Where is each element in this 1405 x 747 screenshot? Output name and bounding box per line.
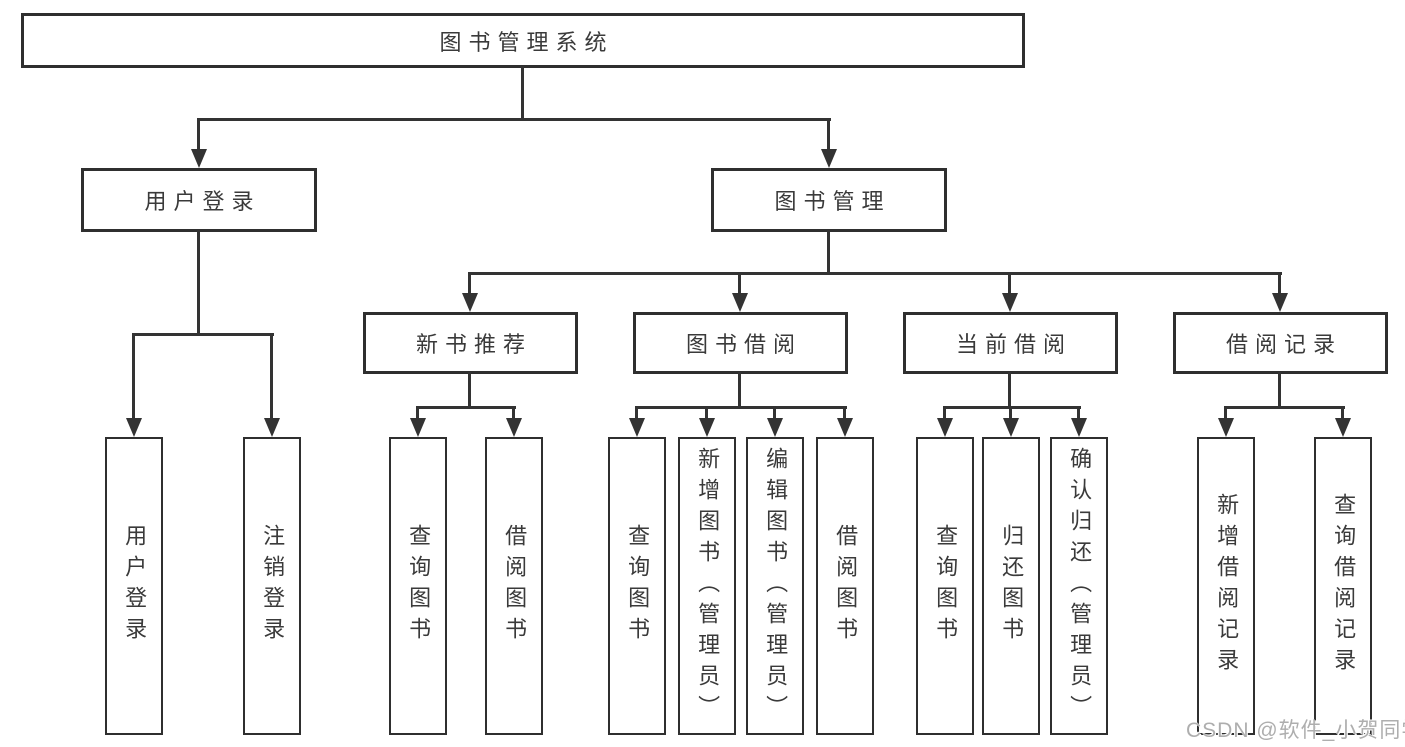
connector-line	[827, 230, 830, 275]
arrow-down-icon	[937, 418, 953, 437]
arrow-down-icon	[629, 418, 645, 437]
connector-line	[132, 333, 274, 336]
arrow-down-icon	[126, 418, 142, 437]
leaf-confirm-return-admin: 确认归还（管理员）	[1050, 437, 1108, 735]
leaf-label: 借阅图书	[833, 524, 859, 648]
connector-line	[512, 406, 515, 421]
leaf-borrow-books-borrowing: 借阅图书	[816, 437, 874, 735]
connector-line	[943, 406, 1081, 409]
connector-line	[1077, 406, 1080, 421]
node-label: 用户登录	[144, 189, 261, 214]
connector-line	[521, 66, 524, 120]
arrow-down-icon	[1335, 418, 1351, 437]
arrow-down-icon	[1003, 418, 1019, 437]
node-label: 借阅记录	[1225, 332, 1342, 357]
connector-line	[705, 406, 708, 421]
leaf-label: 归还图书	[999, 524, 1025, 648]
connector-line	[468, 272, 1282, 275]
connector-line	[1278, 272, 1281, 296]
leaf-label: 查询借阅记录	[1331, 493, 1357, 679]
leaf-label: 借阅图书	[502, 524, 528, 648]
connector-line	[416, 406, 516, 409]
arrow-down-icon	[462, 293, 478, 312]
connector-line	[773, 406, 776, 421]
node-label: 当前借阅	[955, 332, 1072, 357]
leaf-query-borrow-record: 查询借阅记录	[1314, 437, 1372, 735]
leaf-add-book-admin: 新增图书（管理员）	[678, 437, 736, 735]
node-label: 图书借阅	[685, 332, 802, 357]
leaf-query-books-current: 查询图书	[916, 437, 974, 735]
connector-line	[197, 118, 831, 121]
leaf-label: 用户登录	[122, 524, 148, 648]
leaf-label: 编辑图书（管理员）	[763, 446, 789, 726]
node-label: 图书管理	[774, 189, 891, 214]
node-borrowing-records: 借阅记录	[1173, 312, 1388, 374]
leaf-query-books-recommend: 查询图书	[389, 437, 447, 735]
leaf-add-borrow-record: 新增借阅记录	[1197, 437, 1255, 735]
leaf-label: 查询图书	[933, 524, 959, 648]
arrow-down-icon	[1272, 293, 1288, 312]
leaf-borrow-books-recommend: 借阅图书	[485, 437, 543, 735]
connector-line	[468, 272, 471, 296]
node-book-management: 图书管理	[711, 168, 947, 232]
connector-line	[1009, 406, 1012, 421]
leaf-edit-book-admin: 编辑图书（管理员）	[746, 437, 804, 735]
arrow-down-icon	[506, 418, 522, 437]
arrow-down-icon	[191, 149, 207, 168]
connector-line	[416, 406, 419, 421]
node-current-borrowing: 当前借阅	[903, 312, 1118, 374]
node-book-borrowing: 图书借阅	[633, 312, 848, 374]
node-new-book-recommendation: 新书推荐	[363, 312, 578, 374]
node-label: 图书管理系统	[439, 29, 614, 55]
connector-line	[1341, 406, 1344, 421]
leaf-label: 注销登录	[260, 524, 286, 648]
connector-line	[270, 333, 273, 421]
arrow-down-icon	[410, 418, 426, 437]
node-user-login: 用户登录	[81, 168, 317, 232]
connector-line	[1224, 406, 1345, 409]
arrow-down-icon	[767, 418, 783, 437]
leaf-return-books: 归还图书	[982, 437, 1040, 735]
connector-line	[197, 118, 200, 151]
connector-line	[197, 230, 200, 336]
leaf-user-login: 用户登录	[105, 437, 163, 735]
arrow-down-icon	[699, 418, 715, 437]
arrow-down-icon	[1218, 418, 1234, 437]
connector-line	[1008, 272, 1011, 296]
arrow-down-icon	[821, 149, 837, 168]
leaf-query-books-borrowing: 查询图书	[608, 437, 666, 735]
leaf-label: 查询图书	[406, 524, 432, 648]
leaf-label: 新增借阅记录	[1214, 493, 1240, 679]
leaf-logout: 注销登录	[243, 437, 301, 735]
arrow-down-icon	[837, 418, 853, 437]
leaf-label: 新增图书（管理员）	[695, 446, 721, 726]
arrow-down-icon	[1002, 293, 1018, 312]
leaf-label: 查询图书	[625, 524, 651, 648]
connector-line	[132, 333, 135, 421]
connector-line	[738, 372, 741, 409]
connector-line	[1224, 406, 1227, 421]
connector-line	[468, 372, 471, 409]
node-library-management-system: 图书管理系统	[21, 13, 1025, 68]
connector-line	[1008, 372, 1011, 409]
leaf-label: 确认归还（管理员）	[1067, 446, 1093, 726]
connector-line	[943, 406, 946, 421]
connector-line	[827, 118, 830, 151]
connector-line	[843, 406, 846, 421]
connector-line	[1278, 372, 1281, 409]
arrow-down-icon	[1071, 418, 1087, 437]
watermark: CSDN @软件_小贺同学	[1186, 719, 1405, 742]
connector-line	[635, 406, 638, 421]
arrow-down-icon	[732, 293, 748, 312]
arrow-down-icon	[264, 418, 280, 437]
connector-line	[635, 406, 847, 409]
node-label: 新书推荐	[415, 332, 532, 357]
connector-line	[738, 272, 741, 296]
